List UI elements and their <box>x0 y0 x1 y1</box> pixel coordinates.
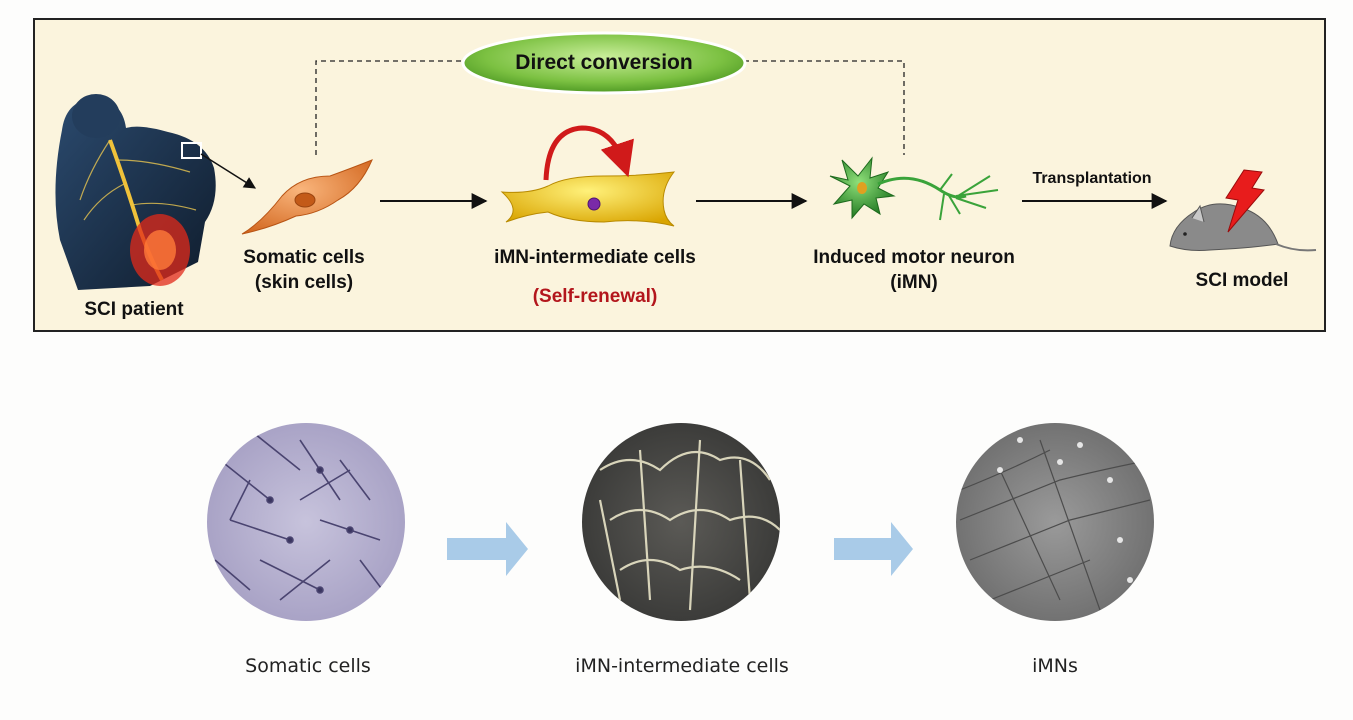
imn-sublabel: (iMN) <box>890 272 938 293</box>
mouse-model-icon <box>1169 203 1317 252</box>
arrow-bottom-2 <box>834 522 913 576</box>
sci-patient-illustration <box>55 94 216 290</box>
zoom-arrow <box>200 153 257 189</box>
somatic-cell-icon <box>241 159 373 235</box>
bottom-imns-label: iMNs <box>1032 655 1078 677</box>
self-renewal-arrow <box>543 125 634 181</box>
sci-patient-label: SCI patient <box>84 299 184 320</box>
bottom-intermediate-label: iMN-intermediate cells <box>575 655 789 677</box>
somatic-cells-label: Somatic cells <box>243 247 365 268</box>
micrograph-imns <box>956 423 1154 621</box>
sci-model-label: SCI model <box>1195 270 1289 291</box>
direct-conversion-label: Direct conversion <box>515 51 693 74</box>
injury-lightning-icon <box>1225 169 1265 233</box>
somatic-cells-sublabel: (skin cells) <box>254 272 354 293</box>
neuron-icon <box>829 156 999 221</box>
direct-conversion-pill <box>461 31 747 95</box>
arrow-bottom-1 <box>447 522 528 576</box>
bottom-somatic-label: Somatic cells <box>245 655 371 677</box>
intermediate-cells-label: iMN-intermediate cells <box>494 247 696 268</box>
micrograph-somatic <box>207 423 405 621</box>
micrograph-intermediate <box>582 423 780 621</box>
imn-label: Induced motor neuron <box>813 247 1015 268</box>
intermediate-cell-icon <box>500 171 676 227</box>
transplantation-label: Transplantation <box>1032 170 1152 187</box>
self-renewal-label: (Self-renewal) <box>532 286 658 307</box>
